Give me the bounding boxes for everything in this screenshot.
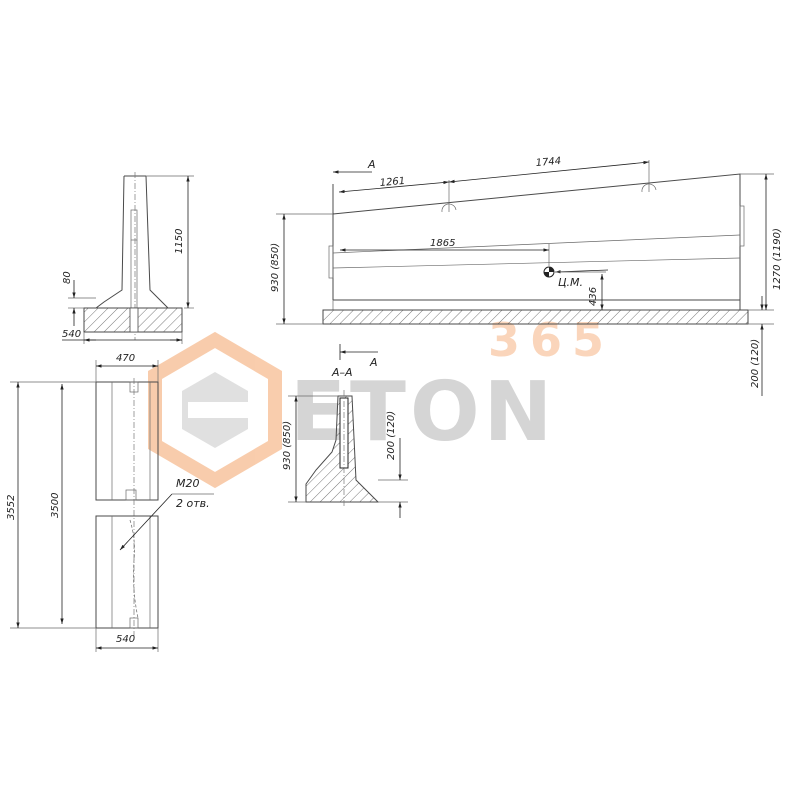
dim-1261: 1261 xyxy=(379,176,405,189)
dim-200-main: 200 (120) xyxy=(750,339,761,388)
side-profile-view: 1150 80 540 xyxy=(62,172,194,344)
label-holes: 2 отв. xyxy=(176,497,210,510)
dim-80: 80 xyxy=(62,271,73,284)
dim-540-bottom: 540 xyxy=(116,634,135,645)
dim-1270: 1270 (1190) xyxy=(772,228,783,290)
label-m20: M20 xyxy=(176,477,200,490)
watermark-logo-icon xyxy=(148,331,282,489)
watermark: 365 ETON xyxy=(148,313,604,489)
section-title: A–A xyxy=(331,366,353,379)
dim-470: 470 xyxy=(116,353,135,364)
dim-930-main: 930 (850) xyxy=(270,243,281,292)
dim-3552: 3552 xyxy=(6,495,17,520)
dim-436: 436 xyxy=(588,287,599,306)
dim-3500: 3500 xyxy=(50,493,61,518)
dim-540-top: 540 xyxy=(62,329,81,340)
front-elevation-view: Ц.М. A 1261 1744 1865 436 930 (850) 1270… xyxy=(270,156,783,396)
section-mark-a-bottom: A xyxy=(369,356,378,369)
section-mark-a-top: A xyxy=(367,158,376,171)
dim-1865: 1865 xyxy=(430,238,455,249)
watermark-brand: ETON xyxy=(290,365,556,460)
dim-1744: 1744 xyxy=(535,156,561,169)
dim-1150: 1150 xyxy=(174,229,185,254)
dim-930-section: 930 (850) xyxy=(282,421,293,470)
plan-view: M20 2 отв. 470 3552 3500 540 xyxy=(6,353,214,652)
dim-200-section: 200 (120) xyxy=(386,411,397,460)
section-a-a-view: A–A 930 (850) 200 (120) xyxy=(282,366,408,518)
label-center-mass: Ц.М. xyxy=(558,276,583,289)
